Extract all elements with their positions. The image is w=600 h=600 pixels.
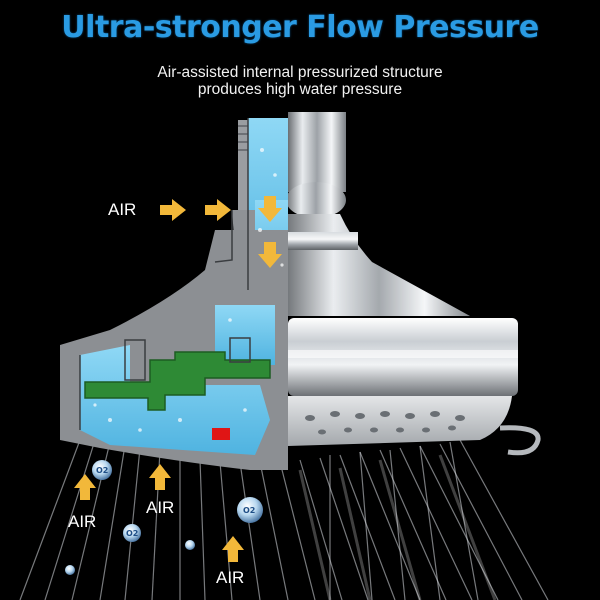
air-arrows xyxy=(74,199,244,562)
o2-text: O2 xyxy=(243,506,255,515)
o2-text: O2 xyxy=(96,466,108,475)
air-label: AIR xyxy=(216,568,245,587)
oxygen-bubbles: O2 O2 O2 xyxy=(65,460,263,575)
page-title: Ultra-stronger Flow Pressure xyxy=(61,10,539,45)
cutaway-section xyxy=(60,118,288,470)
subtitle-line-1: Air-assisted internal pressurized struct… xyxy=(157,64,443,81)
o2-text: O2 xyxy=(126,529,138,538)
air-label: AIR xyxy=(146,498,175,517)
chrome-exterior xyxy=(286,112,541,456)
subtitle-line-2: produces high water pressure xyxy=(197,81,403,98)
air-label: AIR xyxy=(68,512,97,531)
water-flow-arrows xyxy=(258,196,282,268)
air-label: AIR xyxy=(108,200,137,219)
